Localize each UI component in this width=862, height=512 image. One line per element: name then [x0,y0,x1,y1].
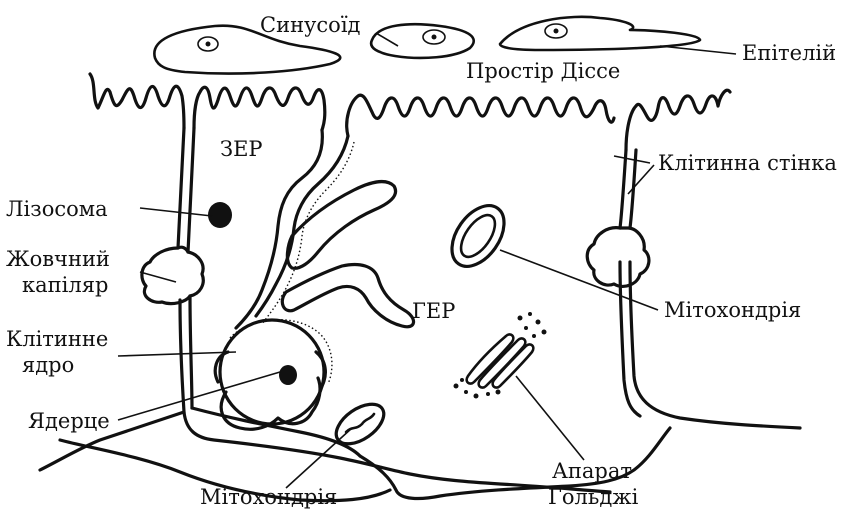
label-bile-capillary-1: Жовчний [6,247,110,271]
label-nucleus-1: Клітинне [6,327,108,351]
label-rer: ГЕР [412,299,455,323]
label-mitochondrion-right: Мітохондрія [664,298,801,322]
nucleolus [279,365,297,385]
microvilli-left [90,74,184,128]
microvilli-mid [347,95,614,136]
label-lysosome: Лізосома [6,197,108,221]
label-golgi-2: Гольджі [548,485,639,509]
cell-wall-left [178,128,610,492]
label-sinusoid: Синусоїд [260,13,361,37]
cell-wall-right-outer [630,150,800,428]
label-nucleus-2: ядро [22,353,74,377]
rough-er-2 [282,265,413,327]
mitochondrion-right [441,196,514,276]
bile-capillary-right [587,228,649,287]
label-ser: ЗЕР [220,137,263,161]
cell-wall-left-outer [188,128,194,408]
label-epithelium: Епітелій [742,41,836,65]
rough-er [287,182,395,269]
microvilli-mid-left [194,87,325,130]
lysosome [208,202,232,228]
label-cell-wall: Клітинна стінка [658,151,837,175]
label-bile-capillary-2: капіляр [22,273,108,297]
golgi-apparatus [454,312,547,399]
label-nucleolus: Ядерце [28,409,110,433]
label-disse-space: Простір Діссе [466,59,620,83]
label-golgi-1: Апарат [552,459,632,483]
microvilli-right [626,90,730,150]
label-mitochondrion-bottom: Мітохондрія [200,485,337,509]
